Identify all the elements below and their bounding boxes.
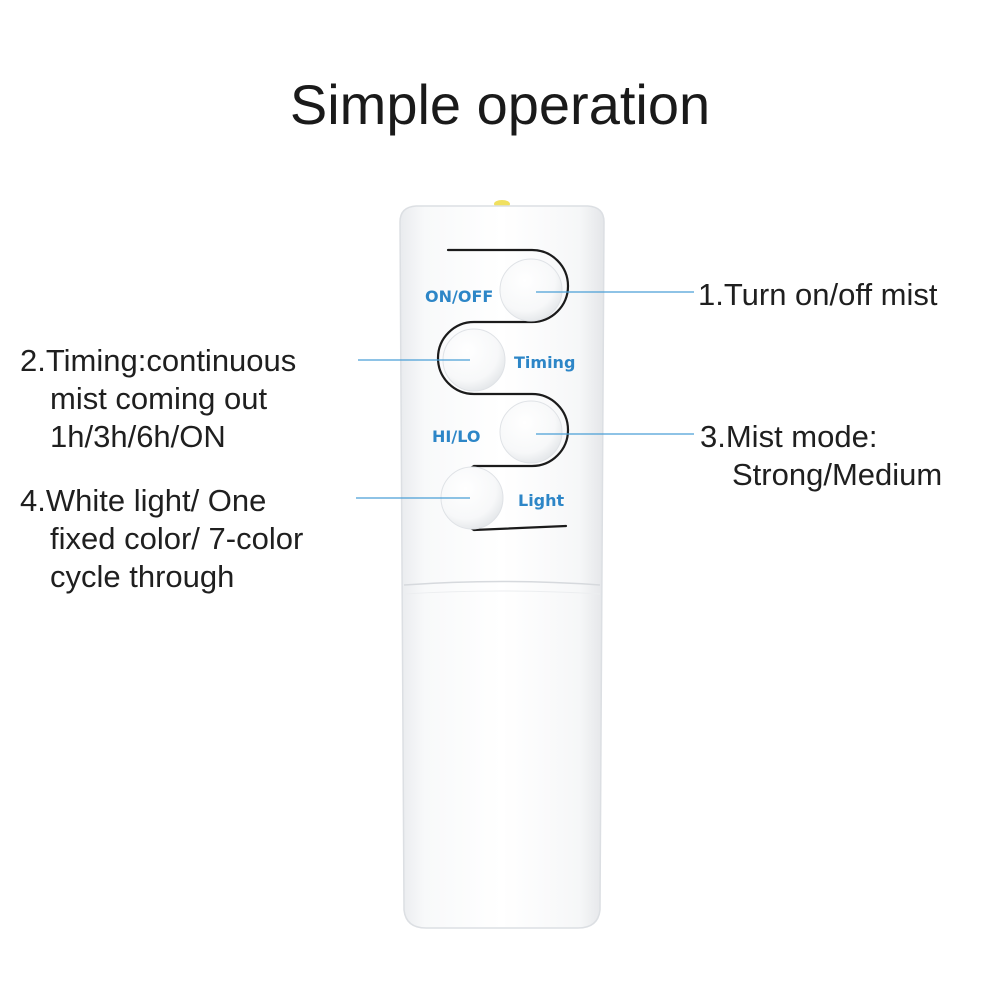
battery-cover-seam	[403, 580, 601, 586]
callout-light: 4.White light/ One fixed color/ 7-color …	[20, 483, 304, 594]
on-off-button[interactable]	[499, 258, 563, 322]
remote-body	[399, 205, 605, 929]
callout-on-off: 1.Turn on/off mist	[698, 277, 938, 312]
timing-label: Timing	[514, 353, 575, 372]
page-title: Simple operation	[289, 73, 711, 136]
on-off-label: ON/OFF	[425, 287, 493, 306]
hi-lo-label: HI/LO	[432, 427, 480, 446]
light-label: Light	[518, 491, 565, 510]
hi-lo-button[interactable]	[499, 400, 563, 464]
callout-mist-mode: 3.Mist mode: Strong/Medium	[700, 419, 943, 492]
callout-timing: 2.Timing:continuous mist coming out 1h/3…	[20, 343, 297, 454]
